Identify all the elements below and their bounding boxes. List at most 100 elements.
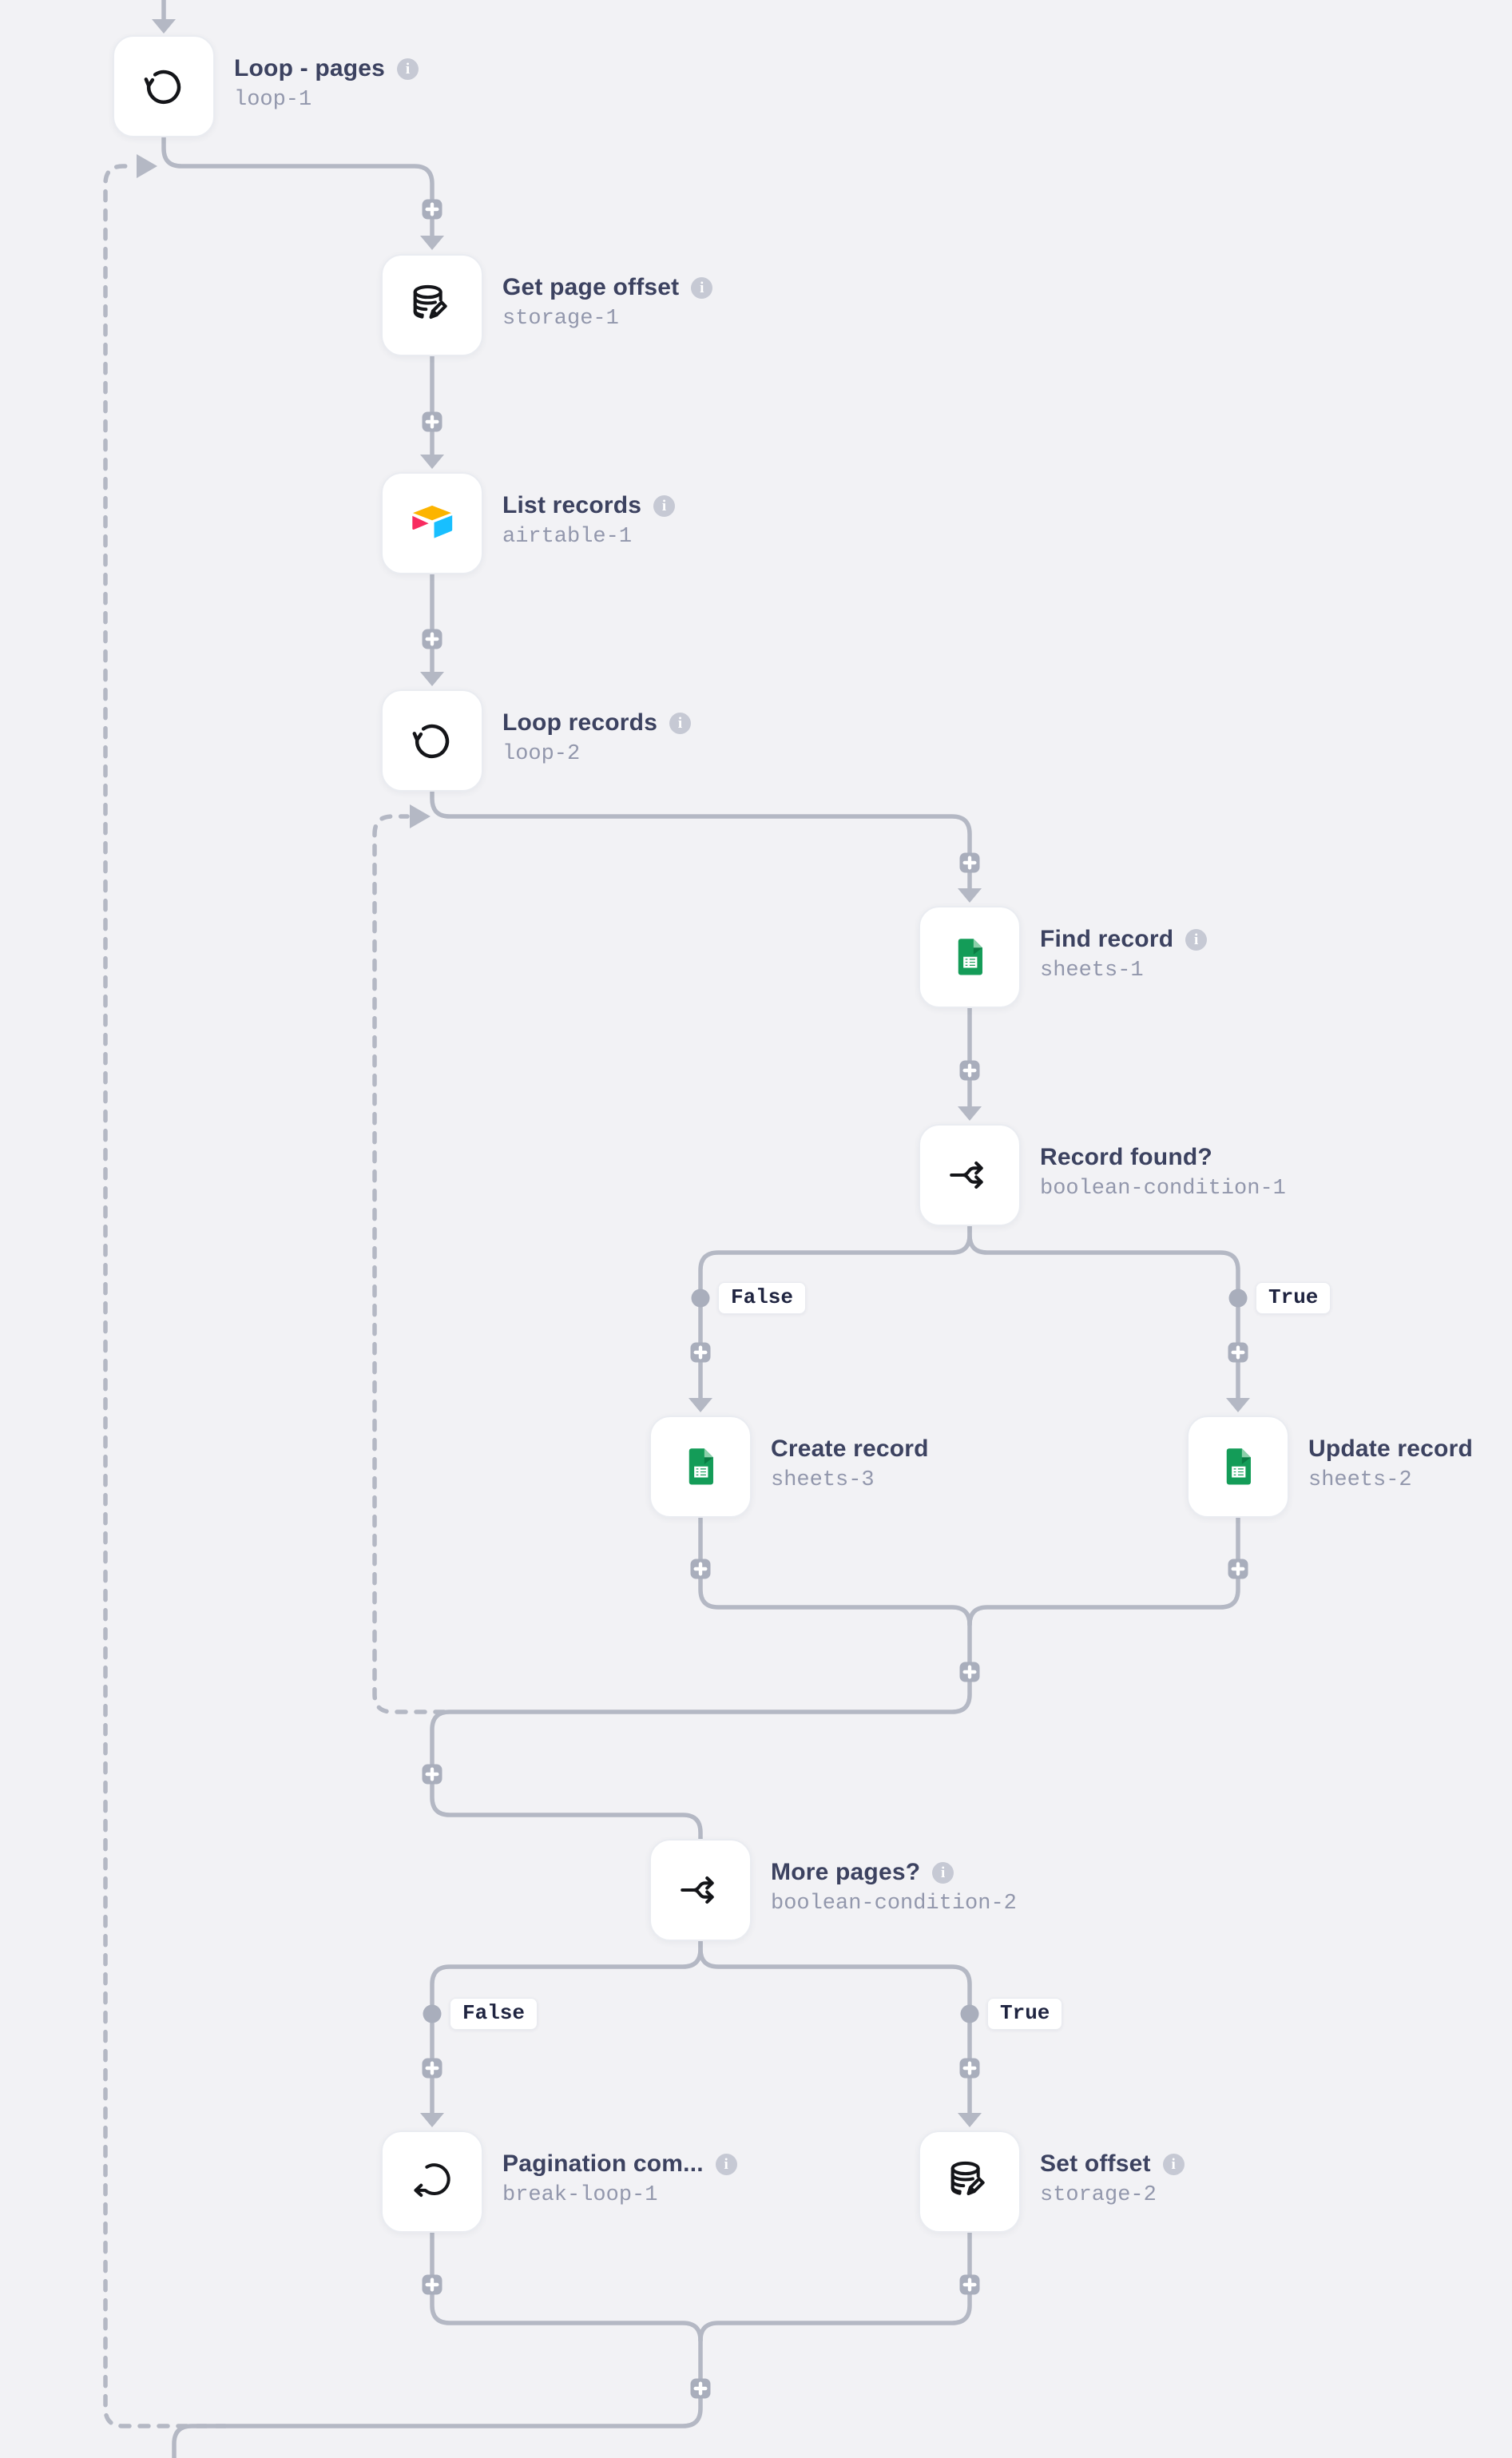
workflow-node-sheets-3: Create record sheets-3	[649, 1416, 929, 1518]
add-step-button[interactable]	[1228, 1559, 1248, 1579]
node-meta: Loop - pages i loop-1	[234, 35, 419, 115]
node-id: storage-2	[1040, 2183, 1157, 2207]
plus-icon	[693, 1562, 708, 1576]
node-meta: Create record sheets-3	[771, 1416, 929, 1495]
node-id: loop-2	[502, 742, 581, 766]
arrowheads	[137, 19, 1250, 2127]
workflow-node-storage-1: Get page offset i storage-1	[381, 254, 713, 356]
info-icon[interactable]: i	[397, 58, 419, 80]
branch-port-dot	[960, 2004, 979, 2023]
workflow-node-sheets-2: Update record sheets-2	[1187, 1416, 1473, 1518]
add-step-button[interactable]	[690, 2378, 711, 2399]
node-card-storage-1[interactable]	[381, 254, 483, 356]
loop-icon	[407, 716, 457, 765]
node-meta: Update record sheets-2	[1308, 1416, 1473, 1495]
add-step-button[interactable]	[959, 1662, 980, 1682]
add-step-button[interactable]	[959, 852, 980, 873]
plus-icon	[425, 2061, 439, 2075]
plus-icon	[425, 2277, 439, 2292]
node-title: Record found?	[1040, 1144, 1212, 1170]
loop-back-dashed-connectors	[103, 164, 446, 2428]
info-icon[interactable]: i	[1185, 928, 1208, 951]
add-step-button[interactable]	[422, 411, 442, 432]
node-id: sheets-1	[1040, 959, 1144, 983]
add-step-button[interactable]	[422, 629, 442, 649]
node-id: sheets-3	[771, 1468, 875, 1492]
node-card-sheets-1[interactable]	[919, 906, 1021, 1008]
plus-icon	[693, 2381, 708, 2396]
node-card-sheets-3[interactable]	[649, 1416, 752, 1518]
workflow-node-break-loop-1: Pagination com... i break-loop-1	[381, 2130, 737, 2233]
node-title: Loop records	[502, 709, 658, 736]
node-meta: Set offset i storage-2	[1040, 2130, 1185, 2210]
google-sheets-icon	[1213, 1442, 1263, 1491]
google-sheets-icon	[945, 932, 994, 982]
solid-connectors	[161, 0, 1240, 2458]
branch-icon	[945, 1150, 994, 1200]
node-meta: More pages? i boolean-condition-2	[771, 1839, 1017, 1919]
node-id: boolean-condition-2	[771, 1892, 1017, 1916]
add-step-button[interactable]	[422, 199, 442, 220]
add-step-button[interactable]	[959, 2058, 980, 2079]
add-step-button[interactable]	[690, 1559, 711, 1579]
plus-icon	[425, 415, 439, 429]
workflow-node-sheets-1: Find record i sheets-1	[919, 906, 1208, 1008]
add-step-button[interactable]	[422, 1764, 442, 1785]
node-title: Get page offset	[502, 274, 680, 300]
add-step-button[interactable]	[422, 2058, 442, 2079]
node-meta: Record found? boolean-condition-1	[1040, 1124, 1286, 1204]
workflow-node-loop-1: Loop - pages i loop-1	[113, 35, 419, 137]
branch-label: False	[718, 1282, 807, 1314]
info-icon[interactable]: i	[669, 712, 692, 734]
info-icon[interactable]: i	[653, 494, 676, 517]
node-id: loop-1	[234, 88, 312, 112]
node-card-sheets-2[interactable]	[1187, 1416, 1289, 1518]
node-card-airtable-1[interactable]	[381, 472, 483, 574]
plus-icon	[425, 632, 439, 646]
node-card-break-loop-1[interactable]	[381, 2130, 483, 2233]
branch-port-dot	[423, 2004, 442, 2023]
add-step-button[interactable]	[959, 1060, 980, 1081]
add-step-button[interactable]	[690, 1342, 711, 1363]
plus-icon	[962, 856, 977, 870]
node-id: sheets-2	[1308, 1468, 1412, 1492]
plus-icon	[425, 1767, 439, 1781]
node-card-loop-2[interactable]	[381, 689, 483, 792]
plus-icon	[693, 1345, 708, 1360]
info-icon[interactable]: i	[932, 1861, 954, 1884]
add-step-button[interactable]	[959, 2274, 980, 2295]
workflow-node-loop-2: Loop records i loop-2	[381, 689, 692, 792]
database-edit-icon	[407, 280, 457, 330]
add-step-button[interactable]	[1228, 1342, 1248, 1363]
info-icon[interactable]: i	[691, 276, 713, 299]
branch-label: True	[1256, 1282, 1331, 1314]
node-meta: Get page offset i storage-1	[502, 254, 713, 334]
node-meta: Find record i sheets-1	[1040, 906, 1208, 986]
node-title: Pagination com...	[502, 2150, 704, 2177]
node-title: Update record	[1308, 1435, 1473, 1462]
branch-label: True	[987, 1998, 1063, 2030]
node-title: Loop - pages	[234, 55, 386, 81]
break-loop-icon	[407, 2157, 457, 2206]
node-card-boolean-condition-1[interactable]	[919, 1124, 1021, 1226]
add-step-button[interactable]	[422, 2274, 442, 2295]
node-card-loop-1[interactable]	[113, 35, 215, 137]
workflow-node-boolean-condition-2: More pages? i boolean-condition-2	[649, 1839, 1017, 1941]
branch-label: False	[450, 1998, 538, 2030]
node-meta: Loop records i loop-2	[502, 689, 692, 769]
plus-icon	[1231, 1562, 1245, 1576]
plus-icon	[962, 2277, 977, 2292]
workflow-node-boolean-condition-1: Record found? boolean-condition-1	[919, 1124, 1286, 1226]
node-meta: List records i airtable-1	[502, 472, 676, 552]
workflow-node-storage-2: Set offset i storage-2	[919, 2130, 1185, 2233]
airtable-icon	[407, 498, 457, 548]
info-icon[interactable]: i	[1162, 2153, 1185, 2175]
workflow-node-airtable-1: List records i airtable-1	[381, 472, 676, 574]
info-icon[interactable]: i	[715, 2153, 737, 2175]
node-meta: Pagination com... i break-loop-1	[502, 2130, 737, 2210]
node-card-storage-2[interactable]	[919, 2130, 1021, 2233]
node-card-boolean-condition-2[interactable]	[649, 1839, 752, 1941]
database-edit-icon	[945, 2157, 994, 2206]
